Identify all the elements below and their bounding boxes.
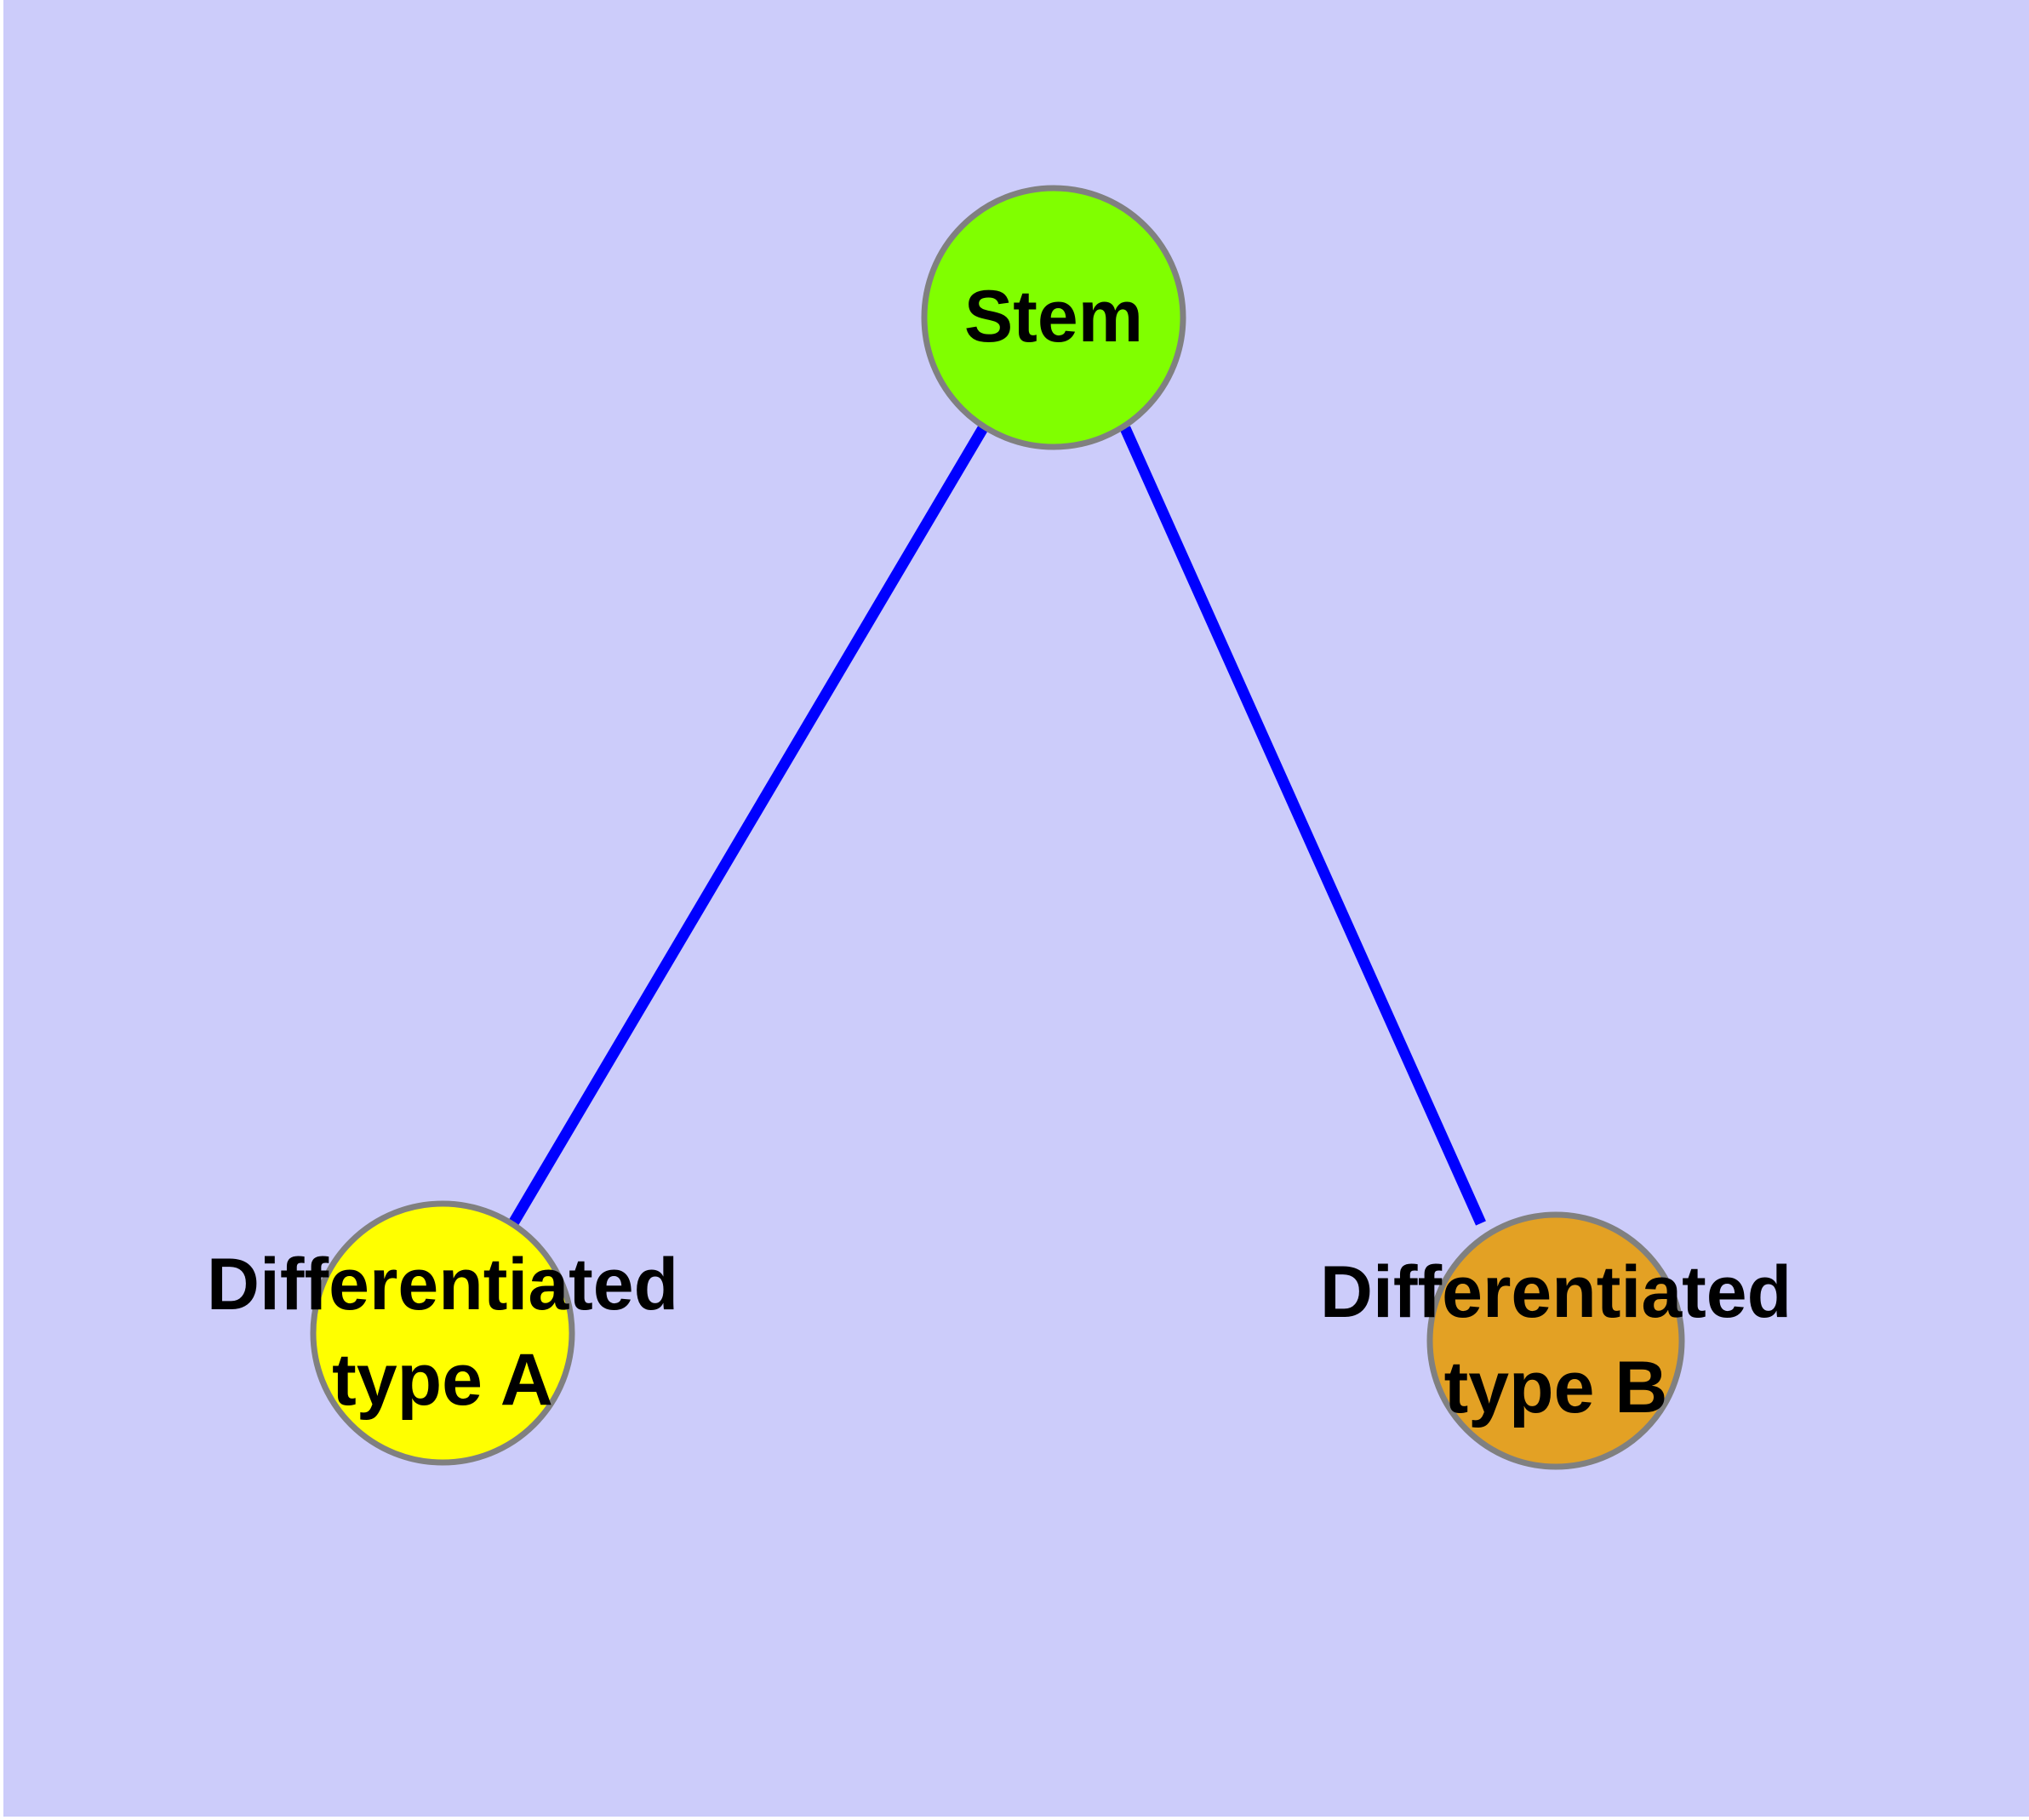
edge-stem-to-differentiated-a bbox=[508, 425, 988, 1227]
node-differentiated-type-a[interactable] bbox=[310, 1200, 575, 1466]
node-stem[interactable] bbox=[921, 185, 1186, 450]
node-differentiated-type-b[interactable] bbox=[1426, 1211, 1685, 1470]
edges-group bbox=[508, 425, 1486, 1227]
nodes-group bbox=[310, 185, 1685, 1470]
edge-stem-to-differentiated-b bbox=[1120, 426, 1486, 1226]
